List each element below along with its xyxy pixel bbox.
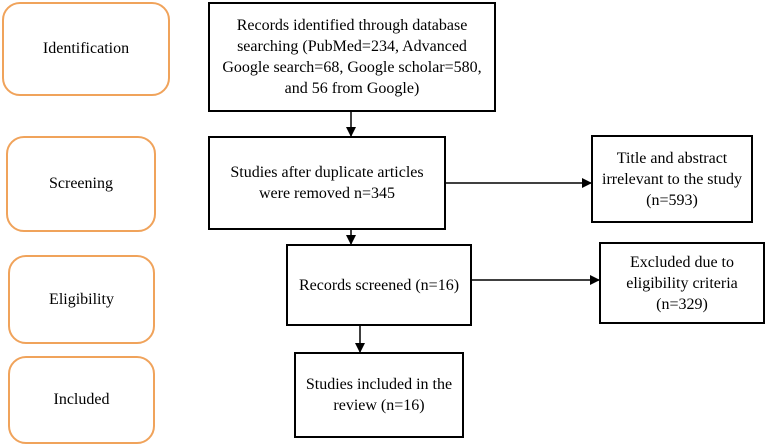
phase-eligibility: Eligibility bbox=[8, 255, 155, 344]
box-records-identified: Records identified through database sear… bbox=[208, 2, 496, 112]
phase-identification-label: Identification bbox=[42, 40, 130, 57]
phase-eligibility-label: Eligibility bbox=[49, 290, 114, 308]
box-title-abstract-irrelevant-text: Title and abstract irrelevant to the stu… bbox=[602, 149, 742, 209]
box-after-duplicates: Studies after duplicate articles were re… bbox=[208, 136, 446, 230]
phase-screening: Screening bbox=[6, 136, 156, 232]
phase-identification: Identification bbox=[2, 2, 170, 96]
box-studies-included: Studies included in the review (n=16) bbox=[294, 352, 464, 438]
box-excluded-eligibility: Excluded due to eligibility criteria (n=… bbox=[599, 242, 765, 324]
phase-included: Included bbox=[8, 356, 155, 444]
box-excluded-eligibility-text: Excluded due to eligibility criteria (n=… bbox=[626, 253, 738, 313]
box-title-abstract-irrelevant: Title and abstract irrelevant to the stu… bbox=[591, 135, 753, 223]
box-records-identified-text: Records identified through database sear… bbox=[222, 17, 482, 97]
box-records-screened-text: Records screened (n=16) bbox=[298, 276, 460, 294]
box-studies-included-text: Studies included in the review (n=16) bbox=[305, 376, 453, 414]
box-after-duplicates-text: Studies after duplicate articles were re… bbox=[230, 164, 424, 202]
box-records-screened: Records screened (n=16) bbox=[286, 244, 472, 326]
phase-included-label: Included bbox=[53, 391, 110, 408]
phase-screening-label: Screening bbox=[49, 175, 113, 192]
